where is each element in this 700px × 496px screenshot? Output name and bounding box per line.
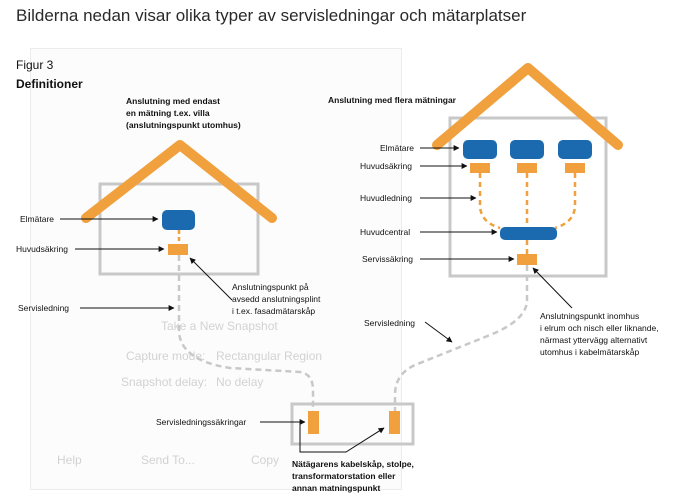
- right-meter-2: [510, 140, 544, 159]
- left-label-elmatare: Elmätare: [20, 214, 54, 224]
- cabinet-caption-line-3: annan matningspunkt: [292, 483, 380, 493]
- left-house: [81, 140, 277, 276]
- pointer-lines: [60, 145, 573, 453]
- left-note-line-3: i t.ex. fasadmätarskåp: [232, 306, 315, 316]
- ghost-delay-value: No delay: [216, 375, 264, 389]
- right-label-servisledning: Servisledning: [364, 318, 415, 328]
- figure-title: Definitioner: [16, 77, 83, 91]
- right-meter-1: [463, 140, 497, 159]
- left-house-title-line-2: en mätning t.ex. villa: [126, 108, 210, 118]
- left-meter: [162, 210, 195, 230]
- left-house-title-line-3: (anslutningspunkt utomhus): [126, 120, 241, 130]
- background-ghost-window: Take a New Snapshot Capture mode: Rectan…: [30, 48, 402, 490]
- right-main-lines: [478, 173, 577, 254]
- right-house: [432, 63, 623, 278]
- right-label-elmatare: Elmätare: [380, 143, 414, 153]
- ghost-capture-mode-label: Capture mode:: [126, 349, 206, 363]
- ghost-snapshot-button: Take a New Snapshot: [161, 319, 278, 333]
- right-note-line-3: närmast yttervägg alternativt: [540, 335, 648, 345]
- right-note-line-2: i elrum och nisch eller liknande,: [540, 323, 659, 333]
- ghost-delay-label: Snapshot delay:: [121, 375, 208, 389]
- left-label-huvudsakring: Huvudsäkring: [16, 244, 68, 254]
- right-note-line-1: Anslutningspunkt inomhus: [540, 311, 639, 321]
- cabinet-fuse-label: Servisledningssäkringar: [156, 417, 246, 427]
- right-label-huvudsakring: Huvudsäkring: [360, 161, 412, 171]
- right-house-title: Anslutning med flera mätningar: [328, 95, 457, 105]
- left-label-servisledning: Servisledning: [18, 303, 69, 313]
- left-main-fuse: [168, 244, 188, 255]
- ghost-send-button: Send To...: [141, 453, 195, 467]
- right-service-fuse: [517, 254, 537, 265]
- left-note-line-2: avsedd anslutningsplint: [232, 294, 321, 304]
- right-fuse-2: [517, 163, 537, 173]
- cabinet-caption-line-2: transformatorstation eller: [292, 471, 396, 481]
- right-meter-3: [558, 140, 592, 159]
- cabinet-fuse-left: [308, 411, 319, 434]
- right-label-huvudcentral: Huvudcentral: [360, 227, 410, 237]
- left-house-roof: [81, 140, 277, 223]
- page-header: Bilderna nedan visar olika typer av serv…: [16, 6, 527, 25]
- cabinet-caption-line-1: Nätägarens kabelskåp, stolpe,: [292, 459, 414, 469]
- ghost-help-button: Help: [57, 453, 82, 467]
- left-house-wall: [98, 182, 260, 276]
- left-house-title-line-1: Anslutning med endast: [126, 96, 220, 106]
- ghost-capture-mode-value: Rectangular Region: [216, 349, 323, 363]
- figure-number: Figur 3: [16, 58, 54, 72]
- right-fuse-3: [565, 163, 585, 173]
- left-note-line-1: Anslutningspunkt på: [232, 282, 309, 292]
- service-cables: [177, 255, 529, 412]
- right-main-central: [500, 227, 557, 240]
- ghost-copy-button: Copy: [251, 453, 280, 467]
- right-label-huvudledning: Huvudledning: [360, 193, 412, 203]
- right-house-roof: [432, 63, 623, 150]
- right-note-line-4: utomhus i kabelmätarskåp: [540, 347, 639, 357]
- cabinet-frame: [290, 402, 415, 446]
- right-label-servissakring: Servissäkring: [362, 254, 413, 264]
- cabinet-fuse-right: [389, 411, 400, 434]
- network-cabinet: [290, 402, 415, 446]
- right-fuse-1: [470, 163, 490, 173]
